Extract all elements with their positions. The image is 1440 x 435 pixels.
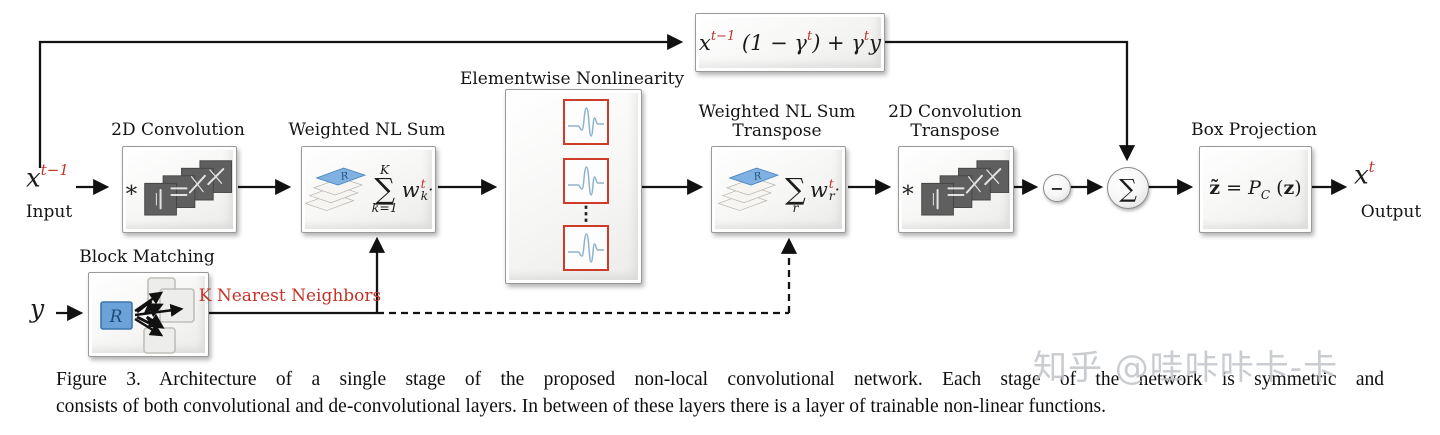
wire-skip-to-topbox bbox=[38, 33, 684, 168]
connector-lines bbox=[38, 33, 1348, 322]
proj-box: z̃ = PC (z) bbox=[1199, 146, 1312, 233]
sum-node: ∑ bbox=[1107, 167, 1149, 209]
output-label: Output bbox=[1360, 202, 1422, 222]
wavelet-icon bbox=[568, 166, 604, 196]
filter-stack-icon bbox=[144, 159, 233, 216]
nonlinearity-cell-3 bbox=[563, 225, 609, 271]
sigma-sign: ∑ bbox=[1119, 173, 1137, 203]
projection-formula: z̃ = PC (z) bbox=[1209, 177, 1302, 202]
knn-label: K Nearest Neighbors bbox=[198, 286, 382, 306]
proj-label: Box Projection bbox=[1191, 120, 1317, 140]
minus-sign: − bbox=[1050, 178, 1064, 198]
reference-patch bbox=[100, 301, 133, 330]
wnls-label: Weighted NL Sum bbox=[288, 120, 446, 140]
conv-label: 2D Convolution bbox=[111, 120, 245, 140]
filter-stack-icon bbox=[921, 159, 1009, 216]
convolution-star: ∗ bbox=[900, 176, 916, 203]
blue-sheet bbox=[315, 167, 366, 185]
conv-box: ∗ bbox=[122, 146, 237, 233]
caption-line-1: Figure 3. Architecture of a single stage… bbox=[56, 369, 1384, 390]
nonlinearity-cell-1 bbox=[563, 99, 609, 145]
elem-ellipsis: ⋮ bbox=[576, 203, 596, 225]
convt-box: ∗ bbox=[898, 146, 1014, 233]
layer-stack-icon: R bbox=[304, 167, 366, 211]
nonlinearity-cell-2 bbox=[563, 158, 609, 204]
wire-topbox-to-sum bbox=[885, 40, 1136, 162]
mixing-formula-box: xt−1 (1 − γt) + γty bbox=[695, 13, 885, 72]
input-variable: xt−1 bbox=[26, 161, 69, 194]
caption-line-2: consists of both convolutional and de-co… bbox=[56, 395, 1106, 417]
wnlst-sum: ∑ r bbox=[785, 172, 806, 215]
r-letter: R bbox=[752, 170, 763, 183]
r-letter: R bbox=[109, 307, 123, 327]
elem-label: Elementwise Nonlinearity bbox=[459, 69, 685, 89]
convolution-star: ∗ bbox=[123, 176, 140, 203]
minus-node: − bbox=[1043, 174, 1071, 202]
wavelet-icon bbox=[568, 107, 604, 137]
output-variable: xt bbox=[1354, 158, 1375, 191]
bm-box: R bbox=[88, 272, 209, 357]
y-variable: y bbox=[30, 294, 45, 323]
mixing-formula: xt−1 (1 − γt) + γty bbox=[698, 28, 881, 55]
input-label: Input bbox=[25, 202, 73, 222]
layer-stack-icon: R bbox=[717, 167, 780, 211]
wnls-sum: K ∑ k=1 bbox=[371, 162, 398, 215]
r-letter: R bbox=[339, 170, 350, 183]
wavelet-icon bbox=[568, 233, 604, 263]
zhihu-watermark: 知乎 @哇咔咔卡-卡 bbox=[1033, 348, 1339, 388]
blue-sheet bbox=[728, 167, 780, 185]
figure-caption: Figure 3. Architecture of a single stage… bbox=[56, 367, 1384, 420]
block-matching-icon: R bbox=[100, 277, 195, 354]
bm-label: Block Matching bbox=[79, 247, 215, 267]
